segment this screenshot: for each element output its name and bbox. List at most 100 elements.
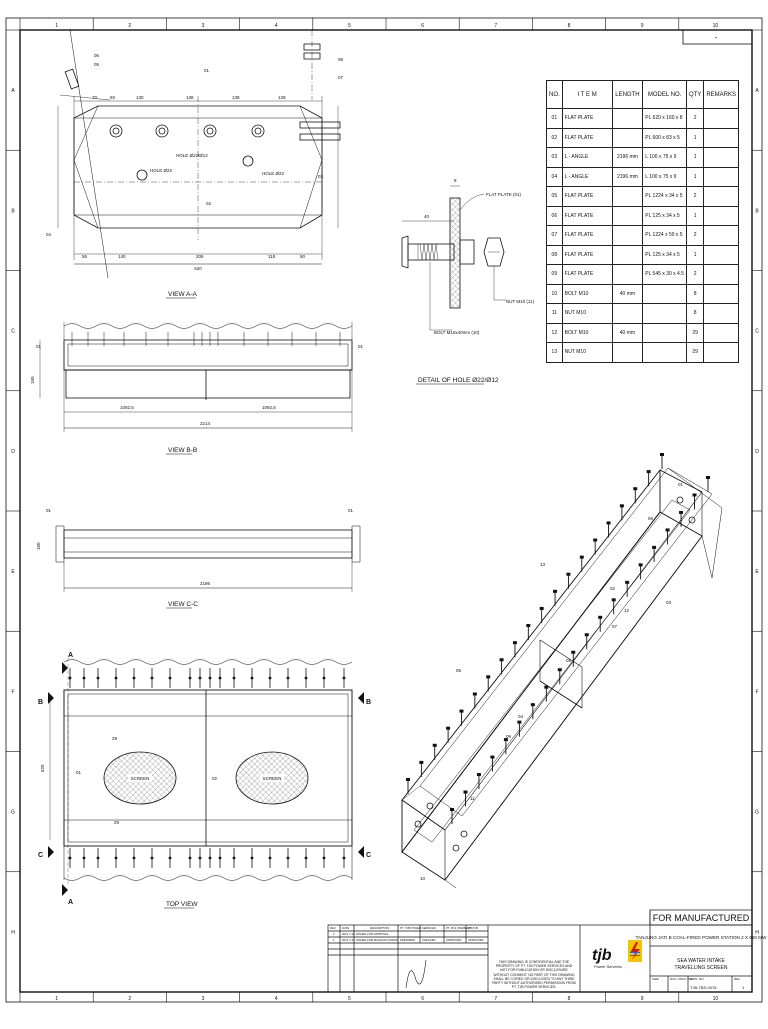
bom-cell <box>703 283 739 304</box>
dim-top-6: 128 <box>278 95 286 100</box>
rev-h-tjb: PT. TJB POWER SERVICES <box>400 926 436 930</box>
iso-callout-01: 01 <box>678 482 684 487</box>
isometric-bolts <box>406 453 710 824</box>
grid-row-label: H <box>11 930 15 936</box>
section-c-left: C <box>38 852 43 859</box>
label-hole-22-b: HOLE Ø22 <box>262 171 285 176</box>
view-bb-title: VIEW B-B <box>168 447 197 454</box>
bom-cell <box>611 303 644 324</box>
callout-05: 05 <box>94 62 100 67</box>
bill-of-materials: NO. I T E M LENGTH MODEL NO. QTY REMARKS… <box>546 80 739 363</box>
rev-h-pln: PT. PLN (PERSERO) <box>446 926 473 930</box>
bom-cell: 02 <box>546 127 563 148</box>
bom-cell: 06 <box>546 205 563 226</box>
iso-callout-09: 09 <box>506 734 512 739</box>
section-b-right: B <box>366 699 371 706</box>
bom-cell <box>703 166 739 187</box>
grid-column-label: 2 <box>128 996 131 1002</box>
bom-cell: 1 <box>685 127 705 148</box>
tjb-logo: tjb <box>592 947 612 964</box>
bom-cell: L - ANGLE <box>561 166 613 187</box>
bom-cell: 04 <box>546 166 563 187</box>
section-a-top: A <box>68 652 73 659</box>
grid-row-label: C <box>11 329 15 335</box>
bom-cell: 8 <box>685 283 705 304</box>
bom-cell: FLAT PLATE <box>561 108 613 129</box>
section-b-left: B <box>38 699 43 706</box>
view-aa <box>57 29 341 279</box>
bom-cell: 29 <box>685 342 705 363</box>
callout-02: 02 <box>206 201 212 206</box>
grid-column-label: 6 <box>421 23 424 29</box>
section-a-bottom: A <box>68 899 73 906</box>
iso-callout-13: 13 <box>540 562 546 567</box>
bom-cell <box>703 244 739 265</box>
view-cc <box>55 525 361 592</box>
rev0-no: 0 <box>333 932 335 936</box>
grid-row-label: A <box>11 88 15 94</box>
label-rev: REV. <box>734 977 741 981</box>
rev-h-tjb2: PT. TJB <box>468 926 478 930</box>
screen-label-left: SCREEN <box>131 776 150 781</box>
iso-callout-06: 06 <box>648 516 654 521</box>
bom-cell <box>642 322 687 343</box>
label-bolt: BOLT M10x40mm (10) <box>434 330 480 335</box>
bom-cell <box>642 283 687 304</box>
bom-cell: FLAT PLATE <box>561 205 613 226</box>
dim-top-4: 138 <box>186 95 194 100</box>
grid-column-label: 10 <box>713 23 719 29</box>
isometric-callouts: 01 02 03 04 05 06 07 08 09 10 11 12 13 <box>420 482 684 881</box>
dim-width: 620 <box>40 764 45 772</box>
grid-column-label: 8 <box>568 996 571 1002</box>
bom-cell: PL 1224 x 50 x 5 <box>642 225 687 246</box>
dim-bottom-2: 140 <box>118 254 126 259</box>
bom-cell: 13 <box>546 342 563 363</box>
grid-row-label: G <box>11 810 15 816</box>
bom-cell <box>611 127 644 148</box>
view-bb-dims: 1092,5 1092,5 2214 160 01 01 <box>30 344 364 426</box>
grid-column-label: 2 <box>128 23 131 29</box>
grid-column-label: 3 <box>202 23 205 29</box>
bom-cell: 2 <box>685 108 705 129</box>
bom-cell <box>611 205 644 226</box>
grid-row-label: H <box>755 930 759 936</box>
iso-callout-12: 12 <box>624 608 630 613</box>
bom-cell <box>703 205 739 226</box>
grid-column-label: 1 <box>55 23 58 29</box>
dim-40: 40 <box>424 214 430 219</box>
approval-1: PREPARED <box>400 938 415 942</box>
bom-cell: 2 <box>685 225 705 246</box>
iso-callout-05: 05 <box>456 668 462 673</box>
approval-3: APPROVED <box>446 938 462 942</box>
grid-row-label: B <box>755 208 759 214</box>
screen-label-right: SCREEN <box>263 776 282 781</box>
bom-cell <box>703 225 739 246</box>
bom-header-item: I T E M <box>561 80 613 109</box>
grid-column-label: 5 <box>348 23 351 29</box>
detail-title: DETAIL OF HOLE Ø22/Ø12 <box>418 377 499 384</box>
detail-labels: FLAT PLATE (01) NUT M10 (11) BOLT M10x40… <box>424 178 535 335</box>
view-aa-dims: 70 92 130 138 138 128 56 140 206 118 50 … <box>46 53 344 271</box>
iso-callout-08: 08 <box>566 658 572 663</box>
callout-04: 04 <box>46 232 52 237</box>
grid-row-label: C <box>755 329 759 335</box>
grid-column-label: 6 <box>421 996 424 1002</box>
dim-top-2: 92 <box>110 95 116 100</box>
bom-cell <box>611 244 644 265</box>
grid-column-label: 7 <box>494 23 497 29</box>
bom-cell: 10 <box>546 283 563 304</box>
grid-column-label: 9 <box>641 996 644 1002</box>
callout-29-bottom: 29 <box>114 820 120 825</box>
bom-cell: PL 545 x 30 x 4.5 <box>642 264 687 285</box>
rev-h-desc: DESCRIPTION <box>370 926 389 930</box>
bom-cell <box>611 342 644 363</box>
grid-row-label: D <box>755 449 759 455</box>
grid-row-label: F <box>11 689 14 695</box>
company-logos: tjb Power Services <box>592 940 642 969</box>
grid-row-label: F <box>755 689 758 695</box>
bom-cell: 2196 mm <box>611 166 644 187</box>
corner-dash: - <box>715 33 718 42</box>
iso-callout-04: 04 <box>518 714 524 719</box>
